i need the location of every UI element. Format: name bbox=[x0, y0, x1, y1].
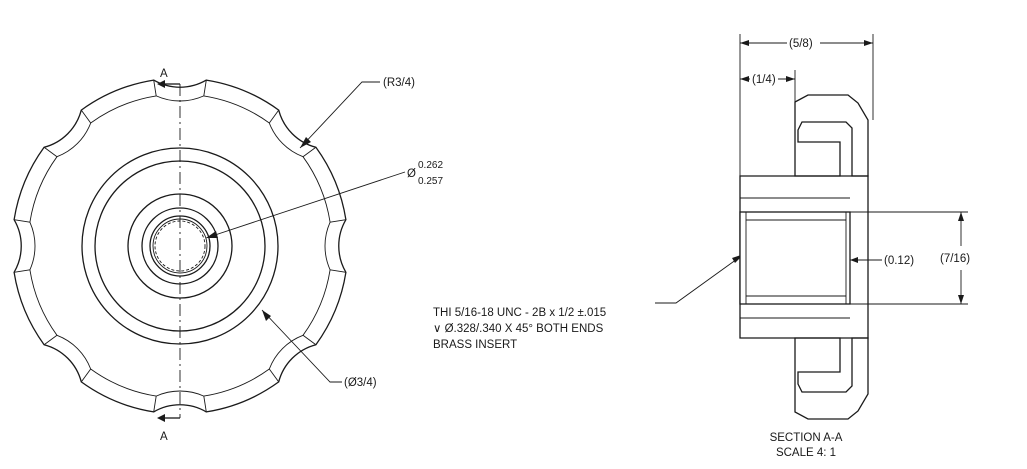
bore-dim-lower: 0.257 bbox=[418, 176, 443, 187]
lobe-edge-line bbox=[43, 146, 58, 158]
lobe-edge-line bbox=[14, 219, 30, 223]
front-view: A A (R3/4) Ø 0.262 0.257 (Ø3/4) bbox=[13, 68, 443, 443]
lobe-edge-line bbox=[268, 368, 280, 383]
bore-dim-symbol: Ø bbox=[407, 168, 416, 180]
upper-lobe-section bbox=[794, 94, 869, 177]
hub-dia-label: (Ø3/4) bbox=[344, 377, 377, 389]
lobe-edge-line bbox=[43, 334, 58, 346]
lobe-edge-line bbox=[330, 269, 346, 273]
height-label: (7/16) bbox=[940, 253, 970, 265]
offset-arrow-right bbox=[786, 76, 795, 82]
width-arrow-left bbox=[740, 40, 749, 46]
offset-arrow-left bbox=[740, 76, 749, 82]
thread-note: THI 5/16-18 UNC - 2B x 1/2 ±.015 ∨ Ø.328… bbox=[433, 253, 745, 351]
lobe-edge-line bbox=[153, 80, 157, 96]
note-leader bbox=[655, 253, 745, 304]
section-view: (0.12) (5/8) (1/4) (7/16) SECTION A-A SC… bbox=[739, 34, 970, 459]
lower-lobe-section bbox=[794, 337, 869, 420]
note-line-3: BRASS INSERT bbox=[433, 339, 517, 351]
section-scale: SCALE 4: 1 bbox=[776, 447, 836, 459]
section-title: SECTION A-A bbox=[770, 432, 843, 444]
recess-label: (0.12) bbox=[884, 255, 914, 267]
bore-arrowhead bbox=[206, 231, 218, 238]
offset-label: (1/4) bbox=[752, 74, 776, 86]
lobe-edge-line bbox=[14, 269, 30, 273]
width-arrow-right bbox=[864, 40, 873, 46]
bore-leader bbox=[205, 171, 406, 239]
insert-bore bbox=[739, 211, 851, 305]
lobe-edge-line bbox=[153, 396, 157, 412]
lobe-edge-line bbox=[80, 109, 92, 124]
bore-dim-upper: 0.262 bbox=[418, 160, 443, 171]
section-letter-bottom: A bbox=[160, 431, 168, 443]
height-arrow-bottom bbox=[958, 295, 964, 304]
recess-arrow bbox=[850, 257, 858, 263]
section-arrow-bottom bbox=[157, 414, 165, 422]
height-arrow-top bbox=[958, 212, 964, 221]
radius-arrowhead bbox=[300, 137, 311, 148]
lobe-edge-line bbox=[203, 80, 207, 96]
lobe-edges bbox=[14, 80, 346, 412]
lobe-edge-line bbox=[80, 368, 92, 383]
section-arrow-top bbox=[157, 80, 165, 88]
note-line-1: THI 5/16-18 UNC - 2B x 1/2 ±.015 bbox=[433, 307, 606, 319]
radius-leader bbox=[299, 81, 380, 149]
note-line-2: ∨ Ø.328/.340 X 45° BOTH ENDS bbox=[433, 323, 604, 335]
radius-label: (R3/4) bbox=[383, 77, 415, 89]
lobe-edge-line bbox=[330, 219, 346, 223]
hub-dia-leader bbox=[261, 309, 342, 383]
section-letter-top: A bbox=[160, 68, 168, 80]
lobe-edge-line bbox=[203, 396, 207, 412]
lobe-edge-line bbox=[268, 109, 280, 124]
width-label: (5/8) bbox=[789, 38, 813, 50]
lobe-edge-line bbox=[302, 334, 317, 346]
hub-dia-arrowhead bbox=[262, 310, 271, 321]
lobe-edge-line bbox=[302, 146, 317, 158]
